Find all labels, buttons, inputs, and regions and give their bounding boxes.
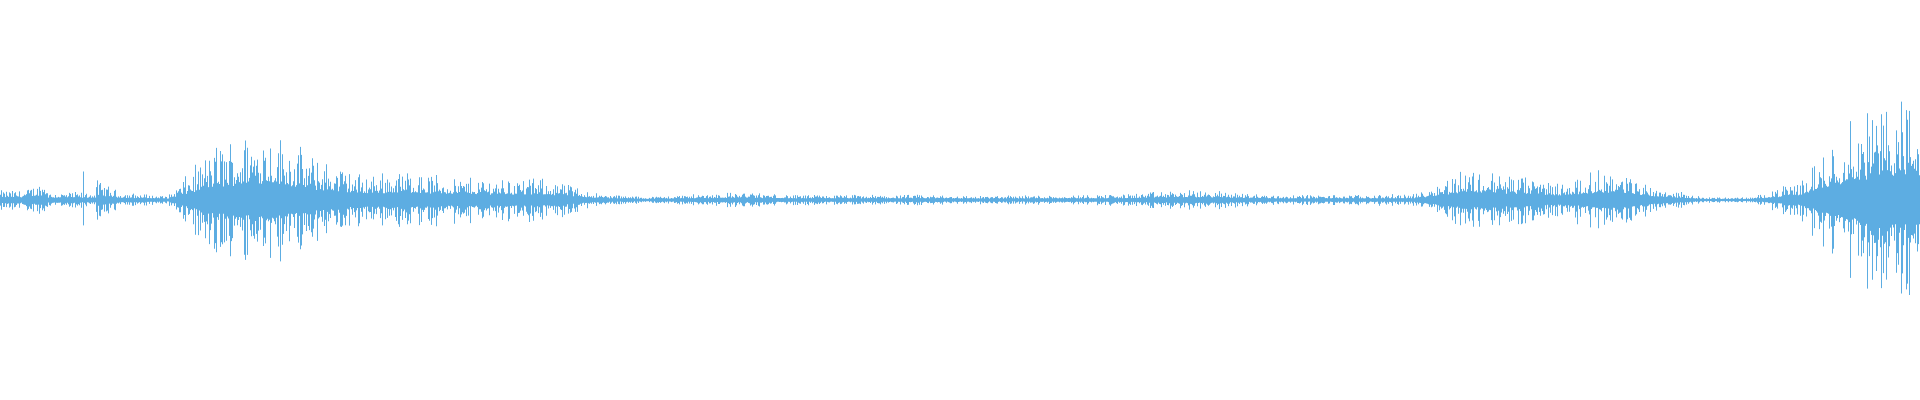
- waveform-segment: [1680, 192, 1728, 208]
- waveform-segment: [240, 140, 288, 262]
- waveform-segment: [1152, 190, 1200, 210]
- waveform-segment: [1248, 194, 1296, 206]
- waveform-segment: [432, 175, 480, 227]
- waveform-segment: [624, 196, 672, 204]
- waveform-segment: [528, 178, 576, 222]
- waveform-segment: [1488, 173, 1536, 226]
- waveform-segment: [1056, 195, 1104, 206]
- waveform-segment: [192, 144, 240, 257]
- waveform-segment: [1440, 171, 1488, 227]
- waveform-segment: [576, 188, 624, 212]
- waveform-segment: [1200, 191, 1248, 210]
- waveform-segment: [1728, 191, 1776, 211]
- waveform-segment: [960, 196, 1008, 205]
- waveform-segment: [480, 180, 528, 222]
- waveform-segment: [288, 146, 336, 250]
- waveform-segment: [1632, 183, 1680, 217]
- waveform-segment: [816, 194, 864, 205]
- waveform-segment: [768, 194, 816, 206]
- waveform-segment: [1776, 157, 1824, 247]
- waveform-segment: [1296, 195, 1344, 206]
- waveform-segment: [1584, 170, 1632, 229]
- waveform-segment: [1104, 192, 1152, 208]
- waveform-segment: [864, 194, 912, 205]
- waveform-segment: [384, 173, 432, 227]
- waveform-segment: [672, 194, 720, 206]
- waveform-segment: [144, 176, 192, 222]
- waveform-segment: [48, 171, 96, 226]
- waveform-segment: [1824, 113, 1872, 289]
- waveform-segment: [912, 194, 960, 206]
- waveform-segment: [1536, 179, 1584, 225]
- waveform-segment: [1872, 101, 1920, 295]
- waveform-segment: [96, 180, 144, 220]
- waveform-segment: [0, 186, 48, 214]
- waveform-segment: [1392, 186, 1440, 212]
- waveform-segment: [1344, 195, 1392, 206]
- waveform-segment: [720, 192, 768, 208]
- waveform-segment: [1008, 195, 1056, 205]
- waveform-segment: [336, 171, 384, 227]
